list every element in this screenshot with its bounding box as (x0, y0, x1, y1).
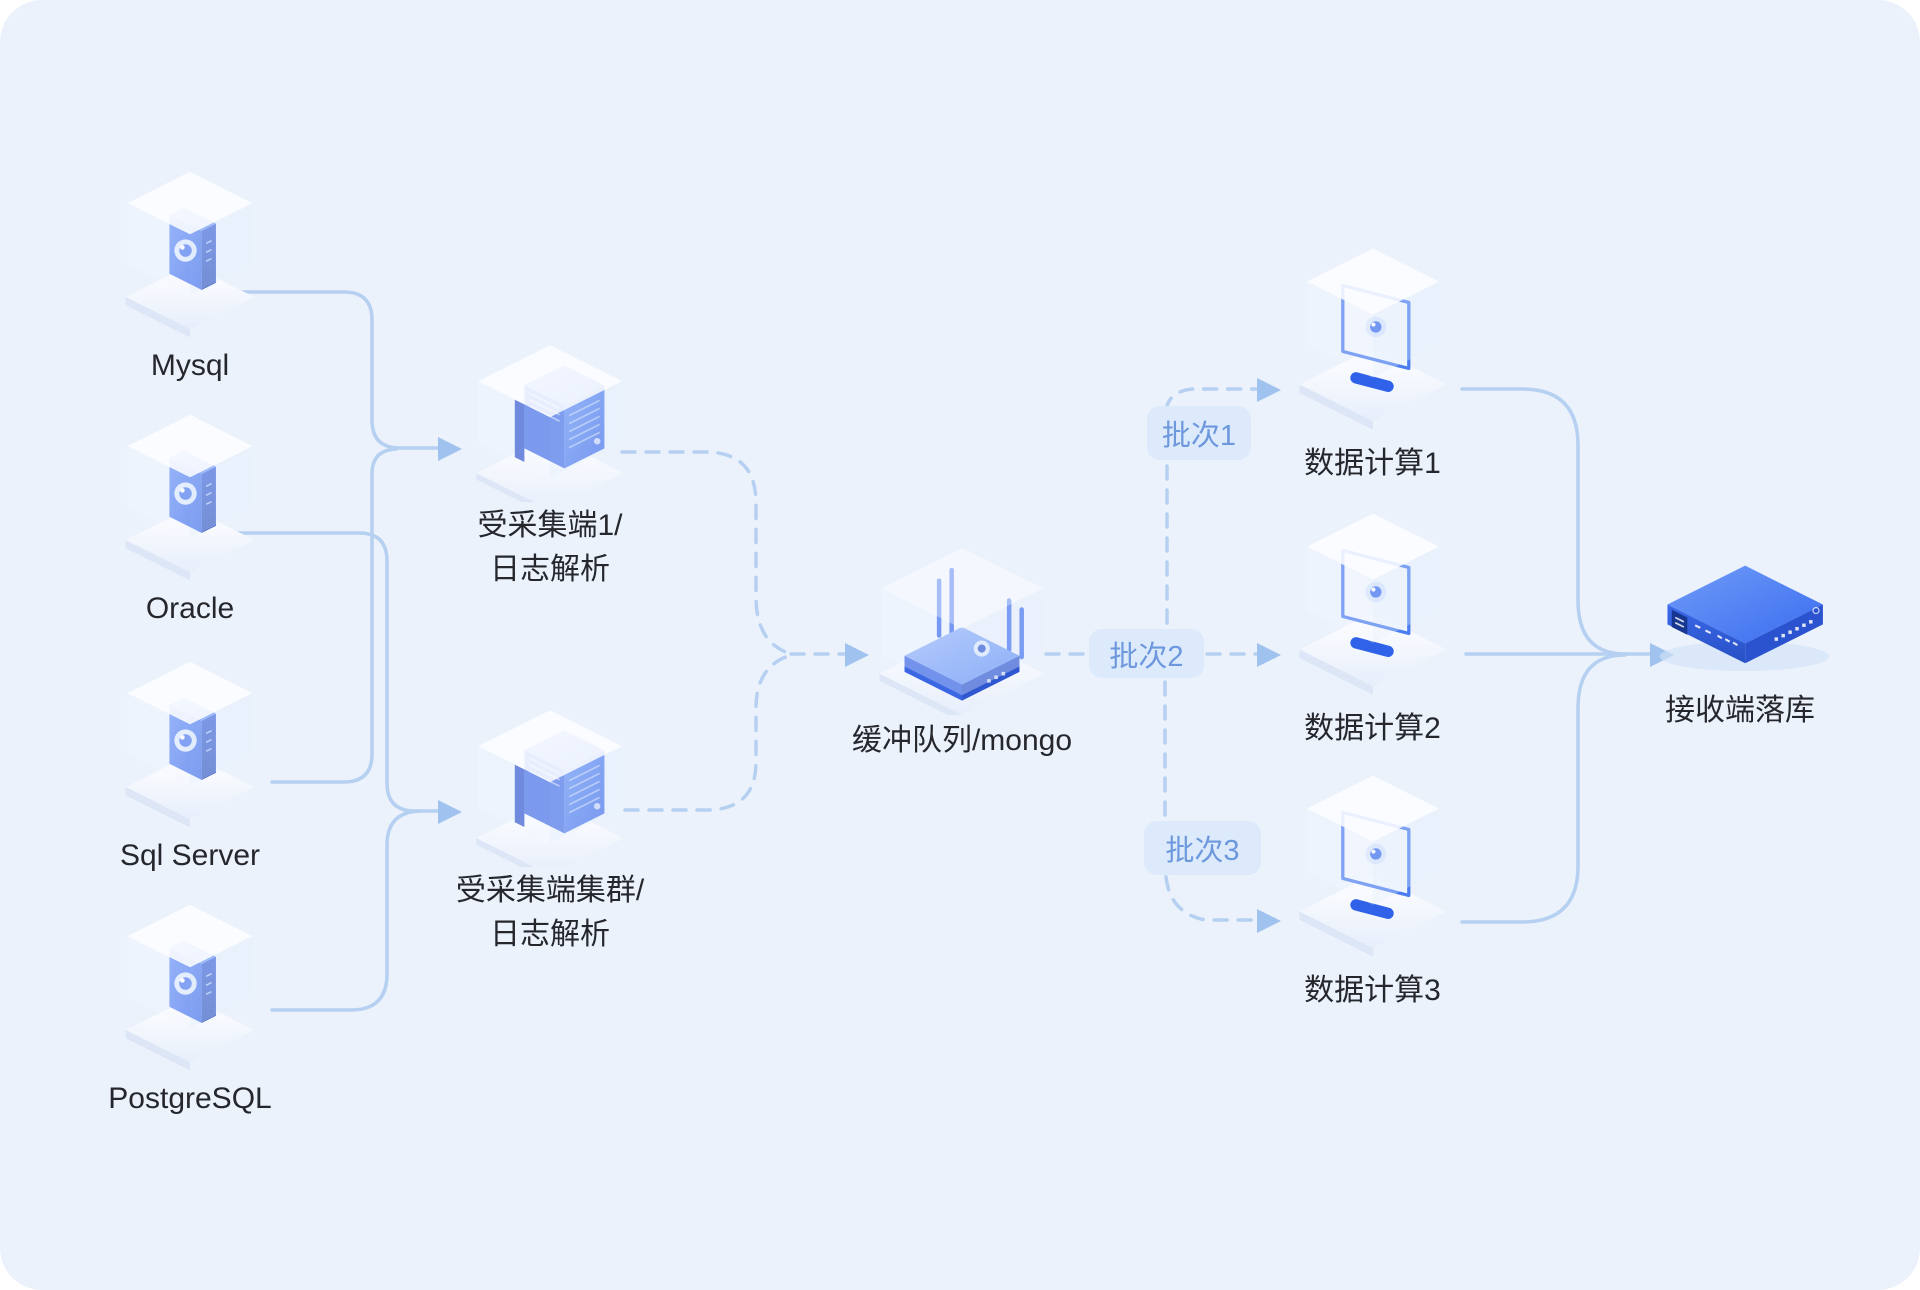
node-collector-1: 受采集端1/ 日志解析 (455, 342, 645, 592)
node-compute-3: 数据计算3 (1290, 772, 1455, 1013)
monitor-icon (1299, 775, 1447, 957)
monitor-icon (1299, 513, 1447, 695)
compute-label: 数据计算1 (1304, 447, 1441, 480)
source-label: Sql Server (119, 839, 261, 872)
source-label: Mysql (150, 349, 230, 382)
node-oracle: Oracle (112, 413, 268, 631)
badge-batch-2: 批次2 (1089, 629, 1204, 678)
collector-label-line2: 日志解析 (490, 553, 610, 586)
receiver-label: 接收端落库 (1665, 694, 1815, 727)
node-mysql: Mysql (112, 170, 268, 388)
node-receiver: 接收端落库 (1645, 550, 1835, 733)
collector-label-line1: 受采集端1/ (477, 509, 623, 542)
source-label: PostgreSQL (108, 1082, 272, 1115)
database-icon (125, 414, 255, 581)
badge-label: 批次1 (1161, 420, 1237, 452)
badge-batch-1: 批次1 (1147, 406, 1251, 460)
node-compute-1: 数据计算1 (1290, 245, 1455, 486)
badge-label: 批次3 (1165, 835, 1240, 867)
database-icon (125, 661, 255, 828)
node-collector-cluster: 受采集端集群/ 日志解析 (455, 707, 645, 957)
monitor-icon (1299, 248, 1447, 430)
database-icon (125, 171, 255, 338)
node-sqlserver: Sql Server (112, 660, 268, 878)
node-compute-2: 数据计算2 (1290, 510, 1455, 751)
node-postgresql: PostgreSQL (108, 903, 272, 1121)
collector-label-line1: 受采集端集群/ (455, 874, 645, 907)
collector-label-line2: 日志解析 (490, 918, 610, 951)
buffer-label: 缓冲队列/mongo (851, 724, 1073, 757)
badge-label: 批次2 (1109, 640, 1184, 673)
compute-label: 数据计算2 (1304, 712, 1441, 745)
compute-label: 数据计算3 (1304, 974, 1441, 1007)
router-icon (879, 548, 1045, 715)
source-label: Oracle (145, 592, 235, 625)
node-buffer-mongo: 缓冲队列/mongo (852, 548, 1072, 763)
database-icon (125, 904, 255, 1071)
server-cluster-icon (476, 710, 624, 867)
server-icon (476, 345, 624, 502)
gateway-icon (1659, 565, 1829, 672)
badge-batch-3: 批次3 (1144, 821, 1261, 875)
